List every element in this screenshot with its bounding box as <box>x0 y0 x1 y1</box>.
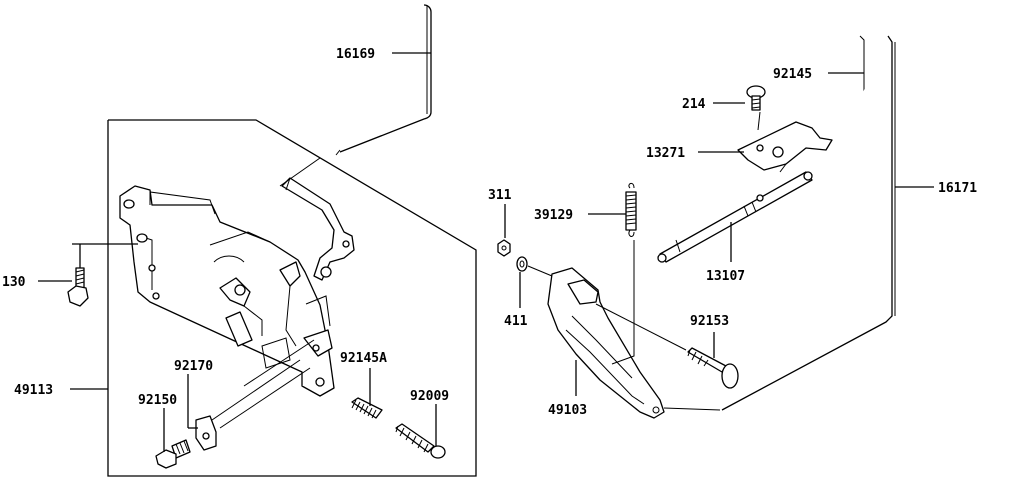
clip-92170 <box>195 415 217 451</box>
label-92009: 92009 <box>410 389 449 404</box>
washer-411 <box>516 256 528 272</box>
label-16171: 16171 <box>938 181 977 196</box>
shaft-13107 <box>657 171 813 263</box>
label-214: 214 <box>682 97 706 112</box>
part-labels: 16169 92145 214 13271 311 16171 39129 13… <box>2 47 977 418</box>
spring-92145A <box>351 397 383 419</box>
alignment-lines-right <box>527 111 787 411</box>
screw-214 <box>746 85 766 111</box>
label-13107: 13107 <box>706 269 745 284</box>
control-plate-49113 <box>119 185 335 397</box>
label-411: 411 <box>504 314 528 329</box>
bolt-92150 <box>155 439 191 469</box>
label-92145: 92145 <box>773 67 812 82</box>
assembly-frame <box>107 119 477 477</box>
label-16169: 16169 <box>336 47 375 62</box>
leader-lines <box>38 52 934 452</box>
bolt-92153 <box>687 347 739 389</box>
label-13271: 13271 <box>646 146 685 161</box>
nut-311 <box>497 239 511 257</box>
label-92150: 92150 <box>138 393 177 408</box>
label-39129: 39129 <box>534 208 573 223</box>
link-bracket <box>281 177 355 281</box>
screw-92009 <box>395 423 446 459</box>
spring-39129 <box>625 182 637 237</box>
bolt-130 <box>67 267 89 307</box>
label-130: 130 <box>2 275 26 290</box>
label-311: 311 <box>488 188 512 203</box>
bracket-13271 <box>737 121 833 171</box>
rod-16171 <box>721 35 896 411</box>
alignment-lines-left <box>211 157 321 429</box>
label-92145A: 92145A <box>340 351 387 366</box>
lever-49103 <box>547 267 665 419</box>
label-49113: 49113 <box>14 383 53 398</box>
label-92170: 92170 <box>174 359 213 374</box>
rod-16169 <box>335 4 432 156</box>
label-49103: 49103 <box>548 403 587 418</box>
label-92153: 92153 <box>690 314 729 329</box>
